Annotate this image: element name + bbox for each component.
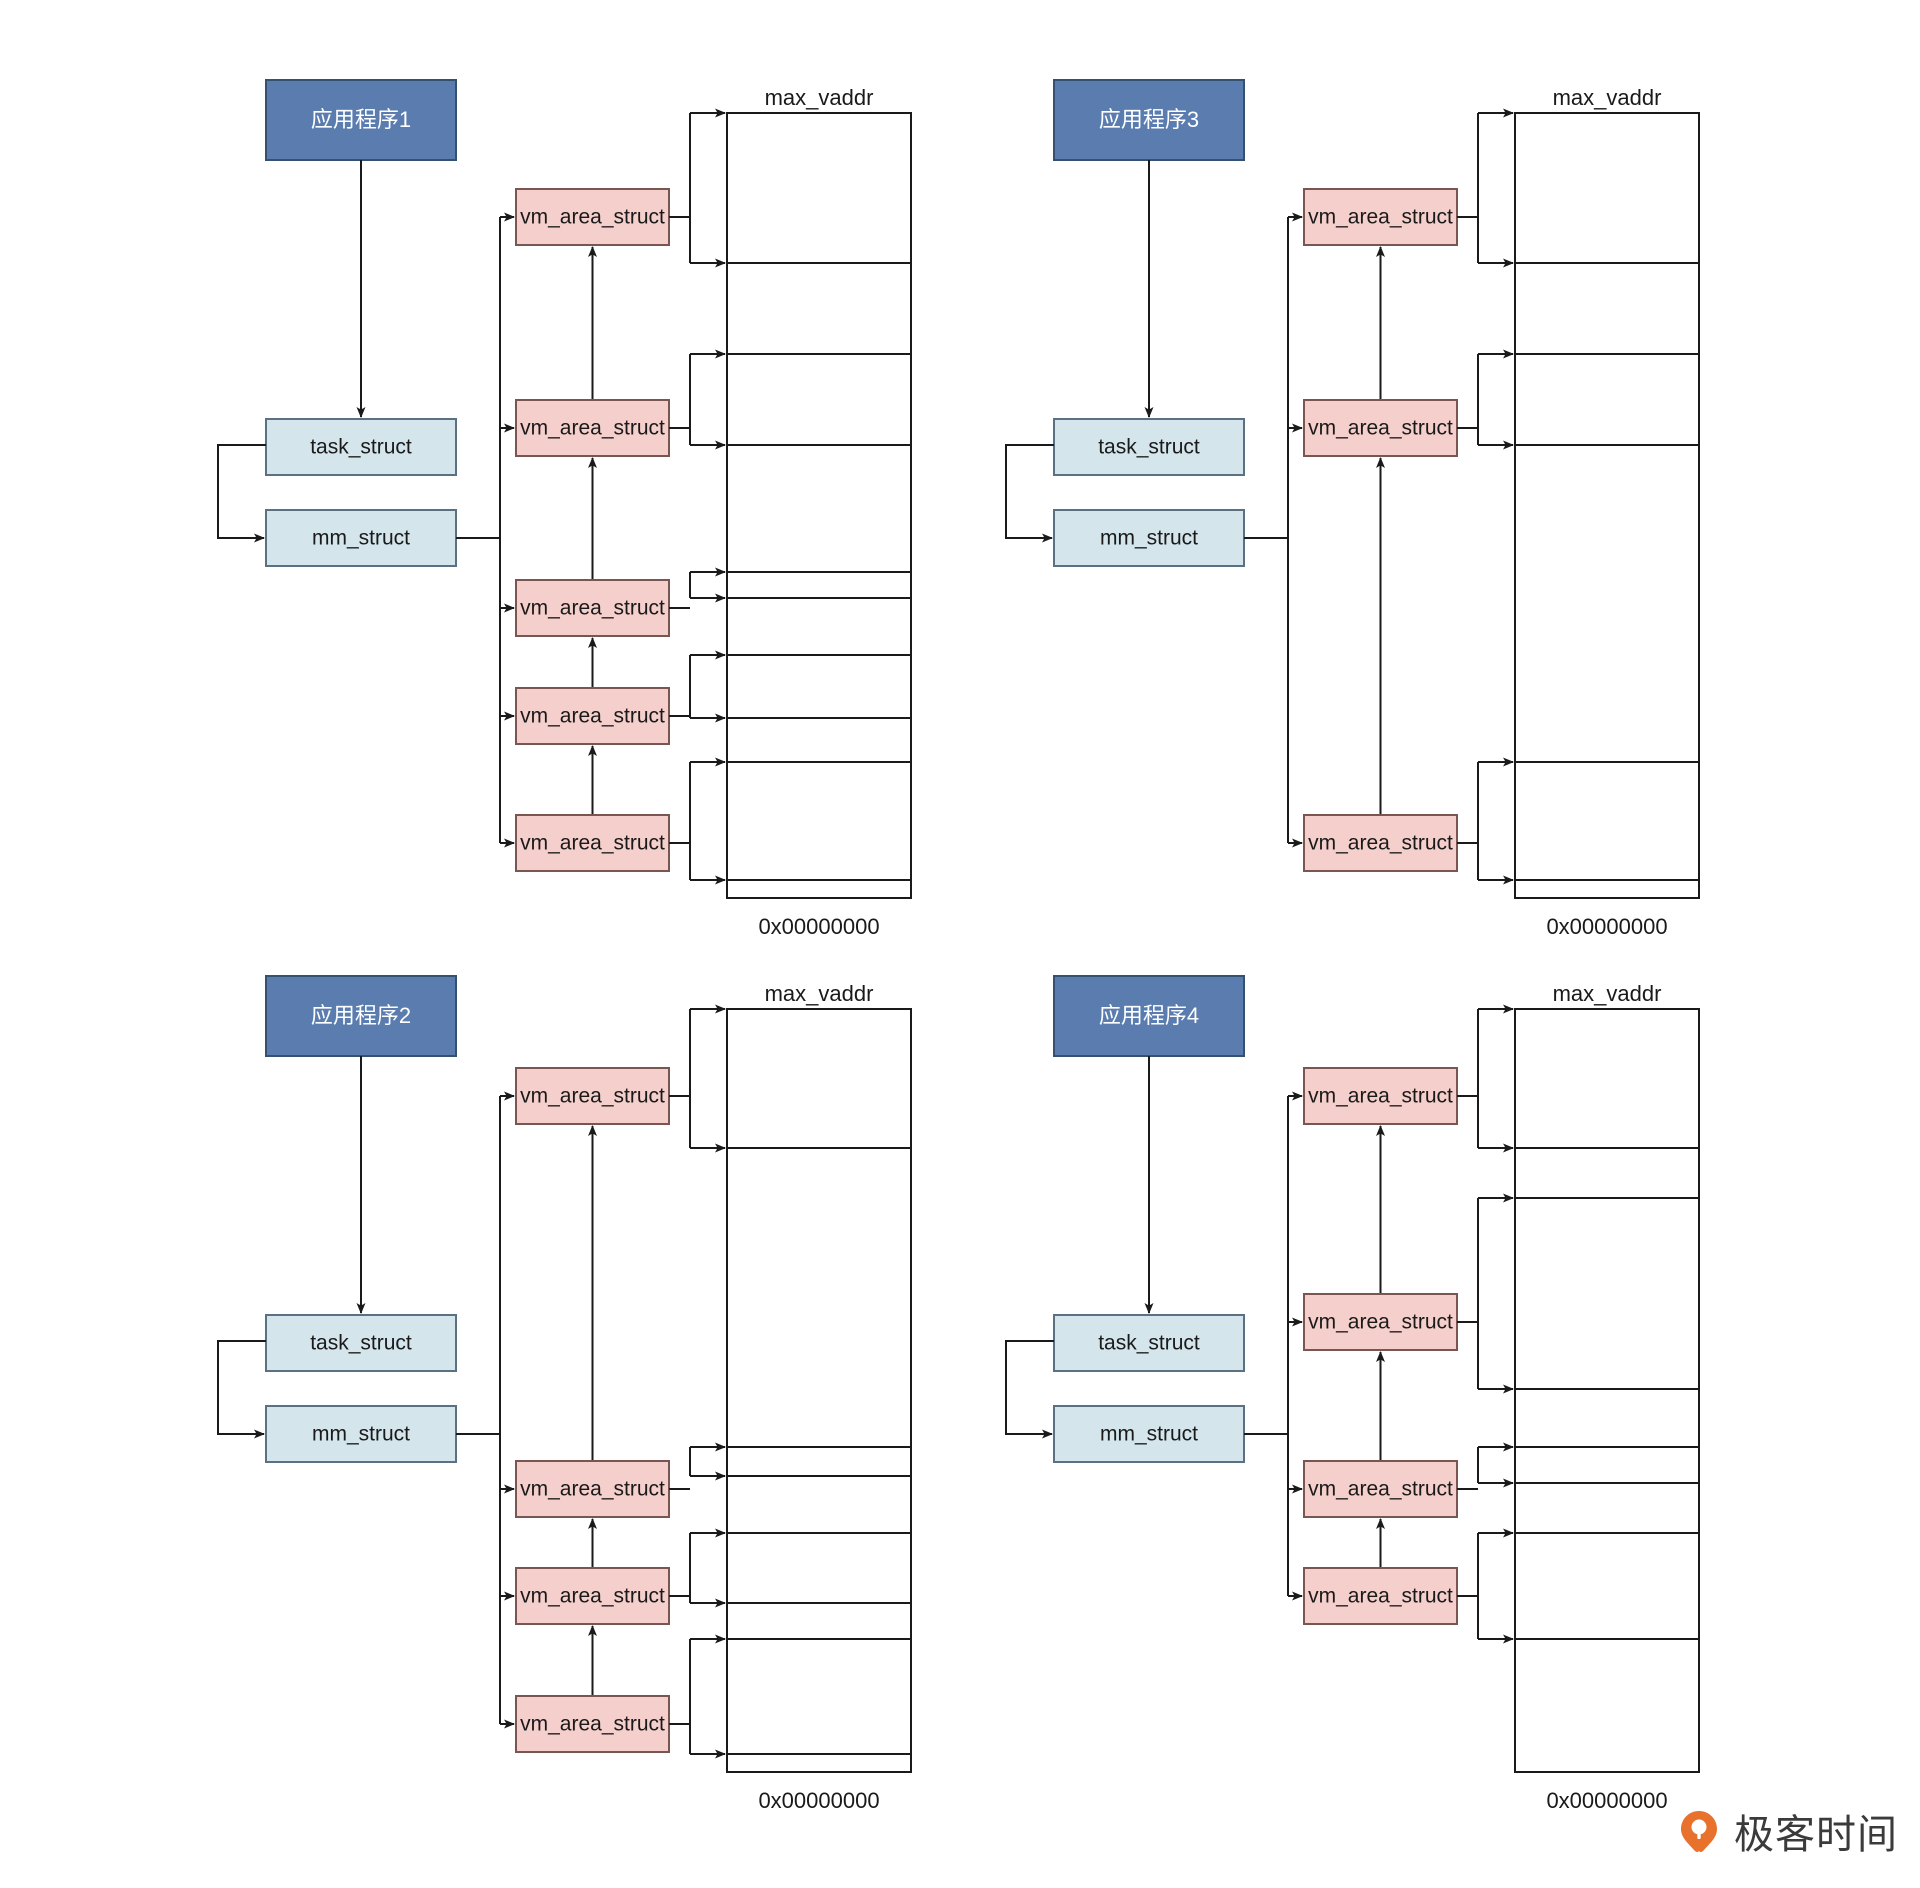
task-to-mm-arrow [217,444,266,543]
task-struct-box[interactable] [265,418,457,476]
mm-struct-box[interactable] [1053,509,1245,567]
vm-area-struct-label: vm_area_struct [520,832,665,855]
vm-area-struct-label: vm_area_struct [520,417,665,440]
task-to-mm-arrow [217,1340,266,1439]
vm-area-struct-label: vm_area_struct [1308,1311,1453,1334]
task-struct-box[interactable] [265,1314,457,1372]
task-struct-box[interactable] [1053,1314,1245,1372]
app-program-label: 应用程序2 [311,1003,411,1028]
vm-area-struct-box[interactable] [1303,1067,1458,1125]
task-to-mm-arrow [1005,444,1054,543]
mm-struct-label: mm_struct [312,1423,410,1446]
vm-area-struct-box[interactable] [1303,814,1458,872]
mm-struct-label: mm_struct [1100,527,1198,550]
vm-area-struct-label: vm_area_struct [520,705,665,728]
vm-area-struct-box[interactable] [515,1460,670,1518]
memory-column[interactable] [726,112,912,899]
vm-area-struct-label: vm_area_struct [1308,417,1453,440]
max-vaddr-label: max_vaddr [1553,85,1662,110]
vm-area-struct-label: vm_area_struct [520,1713,665,1736]
vm-area-struct-box[interactable] [515,1695,670,1753]
memory-column[interactable] [1514,1008,1700,1773]
max-vaddr-label: max_vaddr [1553,981,1662,1006]
app-program-label: 应用程序3 [1099,107,1199,132]
vm-area-struct-box[interactable] [1303,1293,1458,1351]
mm-struct-label: mm_struct [1100,1423,1198,1446]
quadrant-1: 应用程序1task_structmm_structvm_area_structv… [217,79,912,939]
vm-area-struct-label: vm_area_struct [1308,1585,1453,1608]
vm-area-struct-label: vm_area_struct [1308,1085,1453,1108]
task-to-mm-arrow [1005,1340,1054,1439]
zero-address-label: 0x00000000 [1546,1788,1667,1813]
memory-column[interactable] [726,1008,912,1773]
app-program-label: 应用程序4 [1099,1003,1199,1028]
task-struct-label: task_struct [1098,436,1200,459]
max-vaddr-label: max_vaddr [765,85,874,110]
quadrant-2: 应用程序2task_structmm_structvm_area_structv… [217,975,912,1813]
quadrant-3: 应用程序3task_structmm_structvm_area_structv… [1005,79,1700,939]
watermark-text: 极客时间 [1734,1812,1898,1858]
app-program-box[interactable] [1053,975,1245,1057]
vm-area-struct-box[interactable] [1303,399,1458,457]
vm-area-struct-label: vm_area_struct [520,206,665,229]
task-struct-label: task_struct [310,436,412,459]
task-struct-label: task_struct [1098,1332,1200,1355]
quadrant-4: 应用程序4task_structmm_structvm_area_structv… [1005,975,1700,1813]
mm-struct-box[interactable] [265,1405,457,1463]
vm-area-struct-box[interactable] [1303,1567,1458,1625]
mm-struct-box[interactable] [265,509,457,567]
app-program-label: 应用程序1 [311,107,411,132]
zero-address-label: 0x00000000 [758,1788,879,1813]
vm-area-struct-label: vm_area_struct [520,1585,665,1608]
mm-struct-box[interactable] [1053,1405,1245,1463]
vm-area-struct-box[interactable] [515,399,670,457]
vm-area-struct-label: vm_area_struct [1308,1478,1453,1501]
vm-area-struct-box[interactable] [515,687,670,745]
max-vaddr-label: max_vaddr [765,981,874,1006]
vm-area-struct-label: vm_area_struct [520,1085,665,1108]
memory-column[interactable] [1514,112,1700,899]
watermark: 极客时间 [1676,1802,1898,1860]
zero-address-label: 0x00000000 [758,914,879,939]
app-program-box[interactable] [1053,79,1245,161]
vm-area-struct-box[interactable] [515,188,670,246]
vm-area-struct-label: vm_area_struct [520,1478,665,1501]
vm-area-struct-box[interactable] [515,1567,670,1625]
vm-area-struct-box[interactable] [515,579,670,637]
geektime-logo-icon [1676,1808,1722,1854]
mm-struct-label: mm_struct [312,527,410,550]
vm-area-struct-box[interactable] [1303,1460,1458,1518]
vm-area-struct-box[interactable] [515,814,670,872]
vm-area-struct-label: vm_area_struct [1308,206,1453,229]
app-program-box[interactable] [265,79,457,161]
vm-area-struct-label: vm_area_struct [1308,832,1453,855]
app-program-box[interactable] [265,975,457,1057]
vm-area-struct-label: vm_area_struct [520,597,665,620]
task-struct-label: task_struct [310,1332,412,1355]
zero-address-label: 0x00000000 [1546,914,1667,939]
task-struct-box[interactable] [1053,418,1245,476]
